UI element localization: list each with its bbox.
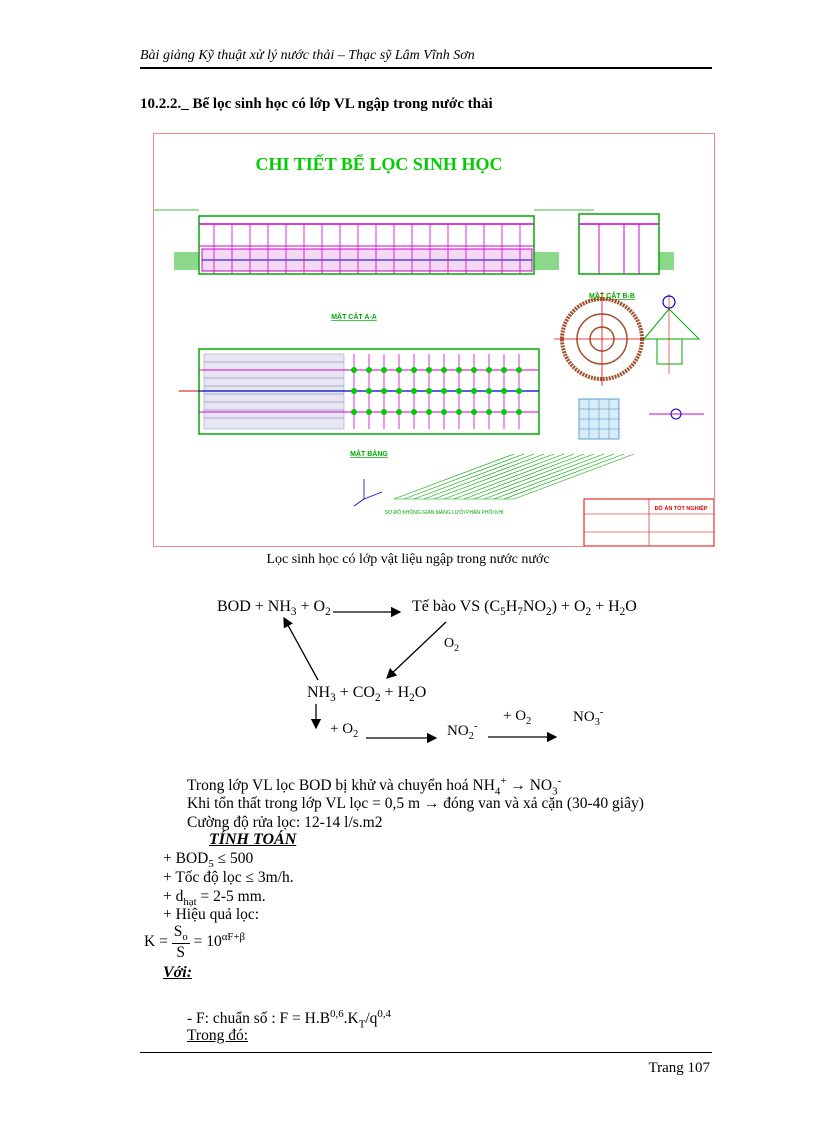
title-block-main: ĐỒ ÁN TỐT NGHIỆP: [655, 504, 708, 512]
reaction-no2: NO2-: [447, 721, 478, 742]
reaction-plus-o2-a: + O2: [330, 721, 359, 740]
bullet-d-hat: + dhạt = 2-5 mm.: [163, 888, 266, 909]
drawing-title: CHI TIẾT BỂ LỌC SINH HỌC: [256, 153, 503, 174]
text-line-3: Cường độ rửa lọc: 12-14 l/s.m2: [187, 814, 383, 831]
bullet-hieu-qua: + Hiệu quả lọc:: [163, 906, 260, 923]
header-rule: [140, 67, 712, 69]
label-section-bb: MẶT CẮT B-B: [589, 291, 635, 300]
drawing-svg: CHI TIẾT BỂ LỌC SINH HỌC MẶT CẮT A-A MẶT…: [154, 153, 715, 547]
page-header: Bài giảng Kỹ thuật xử lý nước thải – Thạ…: [140, 48, 475, 63]
heading-voi: Với:: [163, 964, 193, 981]
reaction-plus-o2-b: + O2: [503, 708, 532, 727]
reaction-o2: O2: [444, 636, 460, 654]
reaction-left: BOD + NH3 + O2: [217, 598, 331, 619]
heading-tinh-toan: TÍNH TOÁN: [209, 831, 297, 848]
text-trong-do: Trong đó:: [187, 1027, 249, 1044]
section-heading: 10.2.2._ Bể lọc sinh học có lớp VL ngập …: [140, 96, 493, 112]
tank-section-bb: [578, 213, 660, 275]
page-number: Trang 107: [648, 1060, 710, 1076]
reaction-right: Tế bào VS (C5H7NO2) + O2 + H2O: [412, 598, 637, 619]
cad-drawing: CHI TIẾT BỂ LỌC SINH HỌC MẶT CẮT A-A MẶT…: [153, 133, 715, 547]
figure-caption: Lọc sinh học có lớp vật liệu ngập trong …: [266, 552, 550, 567]
label-plan: MẶT BẰNG: [350, 449, 388, 458]
label-section-aa: MẶT CẮT A-A: [331, 312, 377, 321]
footer-rule: [140, 1052, 712, 1053]
text-line-1: Trong lớp VL lọc BOD bị khử và chuyển ho…: [187, 775, 562, 798]
reaction-no3: NO3-: [573, 707, 604, 728]
formula-f: - F: chuẩn số : F = H.B0,6.KT/q0,4: [187, 1008, 391, 1031]
tank-section-aa: [198, 215, 535, 275]
label-graph-caption: SƠ ĐỒ KHÔNG GIAN MÀNG LƯỚI PHÂN PHỐI KHÍ: [385, 509, 505, 516]
text-line-2: Khi tổn thất trong lớp VL lọc = 0,5 m → …: [187, 795, 644, 812]
bullet-toc-do: + Tốc độ lọc ≤ 3m/h.: [163, 869, 294, 886]
reaction-mid: NH3 + CO2 + H2O: [307, 684, 427, 705]
bullet-bod5: + BOD5 ≤ 500: [163, 850, 254, 871]
